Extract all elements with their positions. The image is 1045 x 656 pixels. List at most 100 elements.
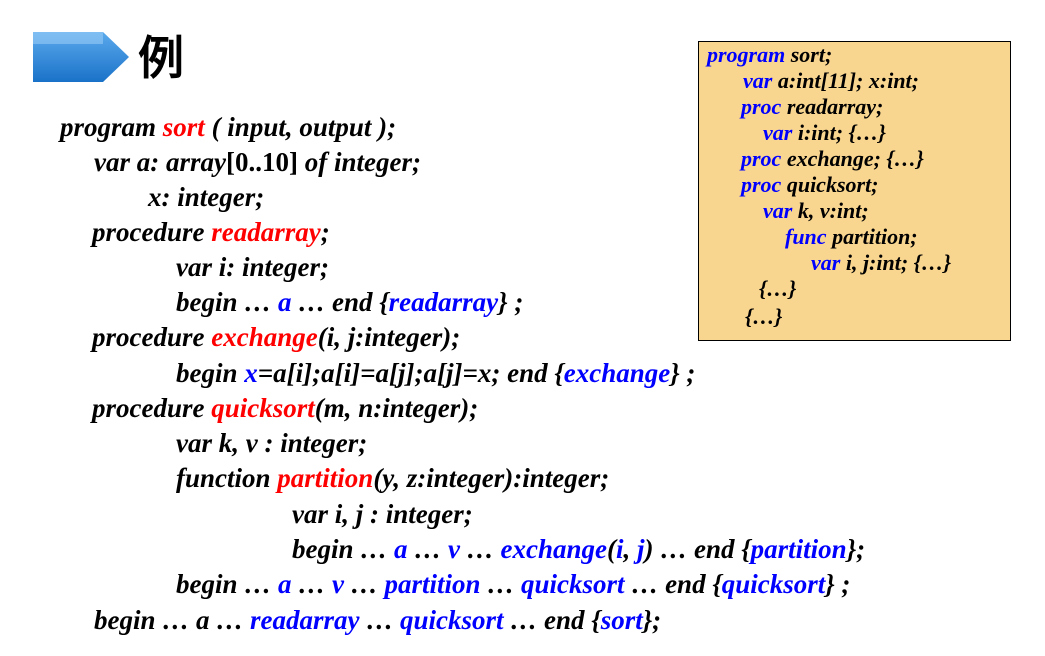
code-token: (i, j:integer); bbox=[317, 322, 461, 352]
code-token: quicksort bbox=[521, 569, 625, 599]
box-line: var k, v:int; bbox=[763, 198, 869, 224]
code-line: var i, j : integer; bbox=[292, 497, 473, 531]
structure-summary-box: program sort;var a:int[11]; x:int;proc r… bbox=[698, 41, 1011, 341]
code-token: v bbox=[448, 534, 460, 564]
code-token: … bbox=[460, 534, 501, 564]
page-title: 例 bbox=[138, 31, 184, 85]
box-line: func partition; bbox=[785, 224, 918, 250]
box-token: proc bbox=[741, 146, 782, 171]
code-token: } ; bbox=[498, 287, 524, 317]
code-line: x: integer; bbox=[148, 180, 264, 214]
code-token: begin bbox=[176, 358, 245, 388]
box-token: func bbox=[785, 224, 827, 249]
code-token: procedure bbox=[92, 217, 212, 247]
code-token: of integer; bbox=[297, 147, 421, 177]
code-token: begin … bbox=[292, 534, 395, 564]
code-line: begin … a … readarray … quicksort … end … bbox=[94, 603, 661, 637]
code-token: a bbox=[394, 534, 408, 564]
code-token: } ; bbox=[825, 569, 851, 599]
code-token: begin … bbox=[176, 287, 279, 317]
code-line: program sort ( input, output ); bbox=[60, 110, 396, 144]
code-token: a bbox=[278, 569, 292, 599]
code-token: ( bbox=[606, 534, 616, 564]
code-token: var i: integer; bbox=[176, 252, 329, 282]
code-token: readarray bbox=[211, 217, 321, 247]
box-line: {…} bbox=[745, 304, 782, 330]
code-token: x bbox=[244, 358, 258, 388]
code-line: procedure exchange(i, j:integer); bbox=[92, 320, 460, 354]
code-token: … bbox=[359, 605, 401, 635]
box-token: {…} bbox=[745, 304, 783, 329]
code-token: var k, v : integer; bbox=[176, 428, 368, 458]
code-line: var i: integer; bbox=[176, 250, 329, 284]
code-token: procedure bbox=[92, 322, 212, 352]
box-line: proc quicksort; bbox=[741, 172, 879, 198]
code-token: program bbox=[60, 112, 163, 142]
box-token: var bbox=[811, 250, 841, 275]
code-line: function partition(y, z:integer):integer… bbox=[176, 461, 609, 495]
code-token: partition bbox=[750, 534, 847, 564]
code-token: exchange bbox=[500, 534, 607, 564]
code-token: i bbox=[615, 534, 624, 564]
code-token: partition bbox=[277, 463, 374, 493]
code-token: var i, j : integer; bbox=[292, 499, 473, 529]
code-token: exchange bbox=[211, 322, 318, 352]
box-token: var bbox=[763, 198, 793, 223]
code-line: begin … a … v … exchange(i, j) … end {pa… bbox=[292, 532, 865, 566]
code-token: var a: array bbox=[94, 147, 226, 177]
code-token: quicksort bbox=[400, 605, 504, 635]
box-token: quicksort; bbox=[781, 172, 879, 197]
box-token: exchange; {…} bbox=[781, 146, 924, 171]
code-token: … bbox=[291, 569, 333, 599]
code-token: (y, z:integer):integer; bbox=[373, 463, 610, 493]
code-token: =a[i];a[i]=a[j];a[j]=x; end { bbox=[257, 358, 564, 388]
code-token: quicksort bbox=[721, 569, 826, 599]
code-token: … end { bbox=[291, 287, 389, 317]
code-token: } ; bbox=[670, 358, 696, 388]
box-token: readarray; bbox=[781, 94, 884, 119]
code-token: procedure bbox=[92, 393, 212, 423]
code-token: a bbox=[278, 287, 292, 317]
code-token: ( input, output ); bbox=[204, 112, 397, 142]
code-token: begin … a … bbox=[94, 605, 251, 635]
box-token: var bbox=[763, 120, 793, 145]
code-token: readarray bbox=[388, 287, 499, 317]
box-token: proc bbox=[741, 172, 782, 197]
code-token: function bbox=[176, 463, 278, 493]
code-token: … end { bbox=[503, 605, 601, 635]
code-token: }; bbox=[846, 534, 866, 564]
code-token: … bbox=[407, 534, 449, 564]
code-token: sort bbox=[162, 112, 205, 142]
box-token: k, v:int; bbox=[792, 198, 869, 223]
box-token: program bbox=[707, 42, 786, 67]
box-token: {…} bbox=[759, 276, 797, 301]
box-token: i:int; {…} bbox=[792, 120, 886, 145]
box-line: program sort; bbox=[707, 42, 832, 68]
code-line: procedure quicksort(m, n:integer); bbox=[92, 391, 478, 425]
box-line: proc exchange; {…} bbox=[741, 146, 924, 172]
box-token: a:int[11]; x:int; bbox=[772, 68, 919, 93]
code-token: (m, n:integer); bbox=[314, 393, 479, 423]
code-token: … bbox=[480, 569, 522, 599]
code-token: sort bbox=[600, 605, 643, 635]
code-token: quicksort bbox=[211, 393, 315, 423]
code-token: }; bbox=[642, 605, 662, 635]
box-token: var bbox=[743, 68, 773, 93]
code-token: begin … bbox=[176, 569, 279, 599]
code-token: … bbox=[344, 569, 385, 599]
box-line: var i, j:int; {…} bbox=[811, 250, 951, 276]
code-token: exchange bbox=[563, 358, 671, 388]
box-line: proc readarray; bbox=[741, 94, 883, 120]
code-token: v bbox=[332, 569, 344, 599]
box-token: proc bbox=[741, 94, 782, 119]
box-line: {…} bbox=[759, 276, 796, 302]
code-line: begin … a … end {readarray} ; bbox=[176, 285, 523, 319]
code-line: var k, v : integer; bbox=[176, 426, 367, 460]
box-token: i, j:int; {…} bbox=[840, 250, 951, 275]
code-token: ) … end { bbox=[644, 534, 751, 564]
box-token: partition; bbox=[826, 224, 918, 249]
code-line: begin x=a[i];a[i]=a[j];a[j]=x; end {exch… bbox=[176, 356, 695, 390]
code-token: j bbox=[637, 534, 645, 564]
box-token: sort; bbox=[785, 42, 833, 67]
